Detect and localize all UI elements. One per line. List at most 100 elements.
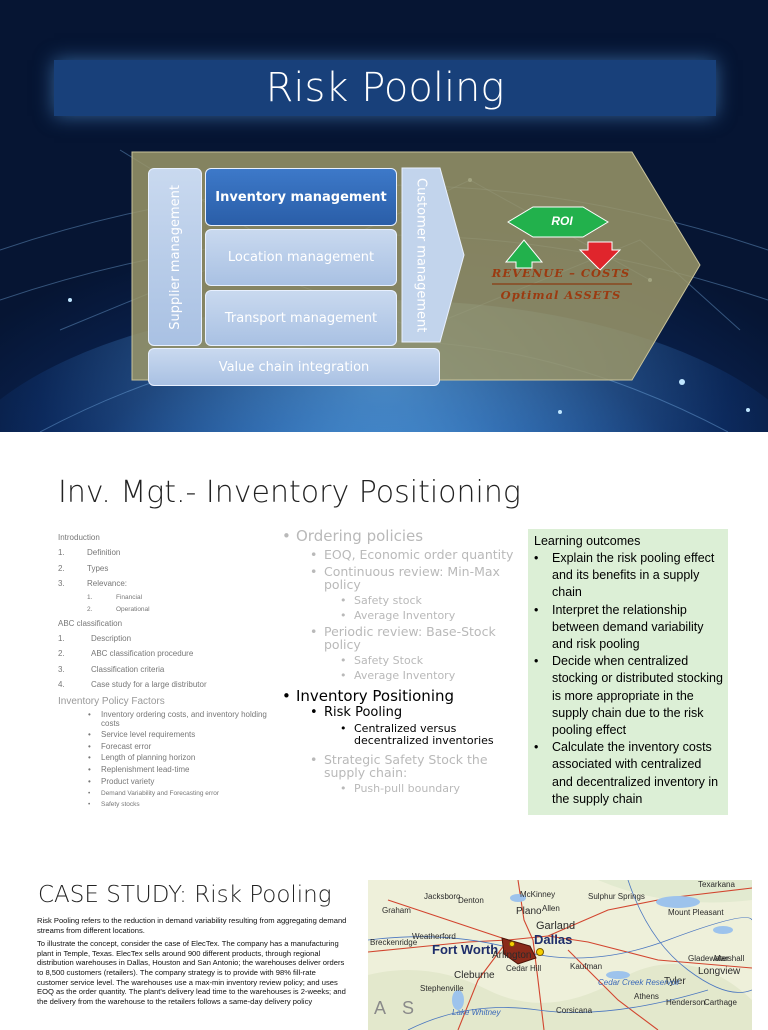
map-label: Cedar Hill bbox=[506, 964, 542, 973]
list-item: •Forecast error bbox=[88, 741, 152, 751]
map-label: Weatherford bbox=[412, 932, 456, 941]
map-label: McKinney bbox=[520, 890, 556, 899]
map-label: Breckenridge bbox=[370, 938, 418, 947]
list-item: •Safety stocks bbox=[88, 801, 140, 809]
map-label: Stephenville bbox=[420, 984, 464, 993]
map-label: Mount Pleasant bbox=[668, 908, 724, 917]
outline-row: Introduction bbox=[58, 533, 100, 542]
learning-outcomes-title: Learning outcomes bbox=[534, 534, 641, 548]
slide-title: Risk Pooling bbox=[265, 65, 505, 111]
revenue-costs-label: REVENUE – COSTS bbox=[491, 266, 631, 280]
value-chain-integration-label: Value chain integration bbox=[218, 359, 370, 375]
list-item: •Average Inventory bbox=[340, 609, 456, 622]
customer-management-box: Customer management bbox=[402, 168, 440, 342]
outline-row: 3.Relevance: bbox=[58, 579, 128, 589]
list-item: •Demand Variability and Forecasting erro… bbox=[88, 789, 220, 797]
list-item: •Service level requirements bbox=[88, 730, 196, 740]
list-item: •Inventory ordering costs, and inventory… bbox=[88, 710, 267, 728]
list-item: •Risk Pooling bbox=[310, 705, 403, 720]
list-item: •Push-pull boundary bbox=[340, 782, 461, 795]
learning-outcomes-list: •Explain the risk pooling effect and its… bbox=[528, 550, 728, 808]
value-chain-integration-box: Value chain integration bbox=[148, 348, 440, 386]
map-label: Allen bbox=[542, 904, 560, 913]
slide-title: CASE STUDY: Risk Pooling bbox=[38, 882, 332, 908]
location-management-label: Location management bbox=[227, 250, 375, 265]
list-item: •Centralized versus decentralized invent… bbox=[340, 722, 494, 747]
list-item: •Interpret the relationship between dema… bbox=[534, 602, 704, 652]
roi-graphic bbox=[492, 206, 632, 285]
list-item: •Continuous review: Min-Max policy bbox=[310, 564, 500, 592]
list-item: •Product variety bbox=[88, 776, 155, 786]
list-item: •Calculate the inventory costs associate… bbox=[534, 740, 719, 806]
list-item: •Periodic review: Base-Stock policy bbox=[310, 624, 496, 652]
outline-row: 1.Definition bbox=[58, 548, 121, 558]
map-label: Carthage bbox=[704, 998, 737, 1007]
learning-outcomes-box: Learning outcomes •Explain the risk pool… bbox=[528, 529, 728, 815]
map-label: Tyler bbox=[664, 976, 686, 987]
list-item: •Explain the risk pooling effect and its… bbox=[534, 551, 715, 600]
map-label: Texarkana bbox=[698, 880, 735, 889]
map-label: A S bbox=[374, 998, 421, 1018]
map-label: Athens bbox=[634, 992, 659, 1001]
map-city-dallas: Dallas bbox=[534, 932, 573, 947]
map-label: Kaufman bbox=[570, 962, 603, 971]
outline-row: 1.Description bbox=[58, 634, 132, 644]
policy-factors-title: Inventory Policy Factors bbox=[58, 695, 165, 707]
paragraph: To illustrate the concept, consider the … bbox=[37, 939, 346, 1006]
outline-row: 1.Financial bbox=[87, 593, 143, 601]
slide-inventory-positioning: Inv. Mgt.- Inventory Positioning Introdu… bbox=[0, 435, 768, 845]
map-label: Plano bbox=[516, 906, 542, 917]
list-item: •Safety Stock bbox=[340, 654, 424, 667]
map-label: Cedar Creek Reservoir bbox=[598, 978, 680, 987]
map-label: Longview bbox=[698, 966, 741, 977]
policy-factors-list: •Inventory ordering costs, and inventory… bbox=[58, 710, 268, 811]
supplier-management-box: Supplier management bbox=[148, 168, 202, 346]
topic-list: •Ordering policies •EOQ, Economic order … bbox=[282, 527, 522, 796]
slide-case-study: CASE STUDY: Risk Pooling Risk Pooling re… bbox=[0, 860, 768, 1030]
outline-row: 2.ABC classification procedure bbox=[58, 649, 194, 659]
list-item: •Length of planning horizon bbox=[88, 753, 196, 763]
list-item: •EOQ, Economic order quantity bbox=[310, 547, 514, 562]
roi-label: ROI bbox=[551, 214, 573, 228]
map-city-fort-worth: Fort Worth bbox=[432, 942, 499, 957]
texas-map: Texarkana Denton McKinney Plano Allen Ga… bbox=[368, 880, 752, 1030]
outline-row: 3.Classification criteria bbox=[58, 664, 165, 674]
course-outline: Introduction 1.Definition 2.Types 3.Rele… bbox=[58, 530, 268, 811]
location-management-box: Location management bbox=[205, 229, 397, 286]
list-item: •Replenishment lead-time bbox=[88, 765, 190, 775]
map-label: Denton bbox=[458, 896, 484, 905]
map-terrain bbox=[368, 880, 752, 1030]
map-label: Marshall bbox=[714, 954, 745, 963]
outline-row: 2.Types bbox=[58, 563, 109, 573]
slide-risk-pooling: Risk Pooling Supplier management Invento… bbox=[0, 0, 768, 432]
map-label: Corsicana bbox=[556, 1006, 593, 1015]
transport-management-box: Transport management bbox=[205, 290, 397, 346]
inventory-management-box: Inventory management bbox=[205, 168, 397, 226]
outline-row: ABC classification bbox=[58, 618, 123, 628]
map-label: Lake Whitney bbox=[452, 1008, 501, 1017]
list-item: •Inventory Positioning bbox=[282, 687, 455, 705]
list-item: •Safety stock bbox=[340, 594, 422, 607]
list-item: •Strategic Safety Stock the supply chain… bbox=[310, 752, 488, 780]
list-item: •Decide when centralized stocking or dis… bbox=[534, 654, 723, 738]
transport-management-label: Transport management bbox=[224, 310, 378, 326]
outline-row: 2.Operational bbox=[87, 605, 150, 613]
map-label: Gladewater bbox=[688, 954, 729, 963]
optimal-assets-label: Optimal ASSETS bbox=[500, 288, 622, 302]
map-label: Henderson bbox=[666, 998, 706, 1007]
inventory-management-label: Inventory management bbox=[215, 189, 387, 205]
map-label: Arlington bbox=[492, 950, 532, 961]
paragraph: Risk Pooling refers to the reduction in … bbox=[37, 916, 347, 935]
map-label: Garland bbox=[536, 920, 576, 932]
list-item: •Average Inventory bbox=[340, 669, 456, 682]
customer-management-label: Customer management bbox=[413, 177, 429, 333]
title-band bbox=[54, 60, 716, 116]
outline-row: 4.Case study for a large distributor bbox=[58, 680, 207, 690]
list-item: •Ordering policies bbox=[282, 527, 424, 545]
case-study-text: Risk Pooling refers to the reduction in … bbox=[37, 916, 347, 1010]
map-label: Jacksboro bbox=[424, 892, 461, 901]
map-label: Graham bbox=[382, 906, 411, 915]
map-label: Cleburne bbox=[454, 970, 495, 981]
slide-title: Inv. Mgt.- Inventory Positioning bbox=[58, 475, 521, 510]
map-label: Sulphur Springs bbox=[588, 892, 645, 901]
